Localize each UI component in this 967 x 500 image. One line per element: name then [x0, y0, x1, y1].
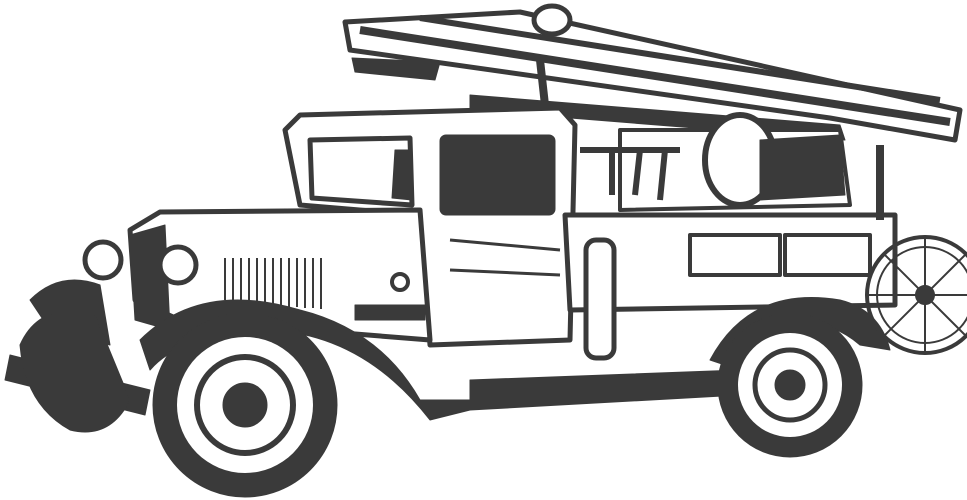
headlight	[157, 244, 199, 286]
cab	[282, 105, 578, 348]
rear-wheel	[717, 312, 863, 458]
front-left-wheel	[19, 310, 131, 433]
cab-window	[439, 134, 556, 216]
pump-tank	[580, 112, 852, 212]
truck-body	[562, 145, 898, 361]
valve	[390, 272, 410, 292]
hose-reel-wheel	[865, 235, 967, 355]
extinguisher	[583, 237, 617, 361]
headlight	[82, 239, 124, 281]
front-wheel	[152, 312, 338, 498]
windshield	[307, 135, 415, 208]
